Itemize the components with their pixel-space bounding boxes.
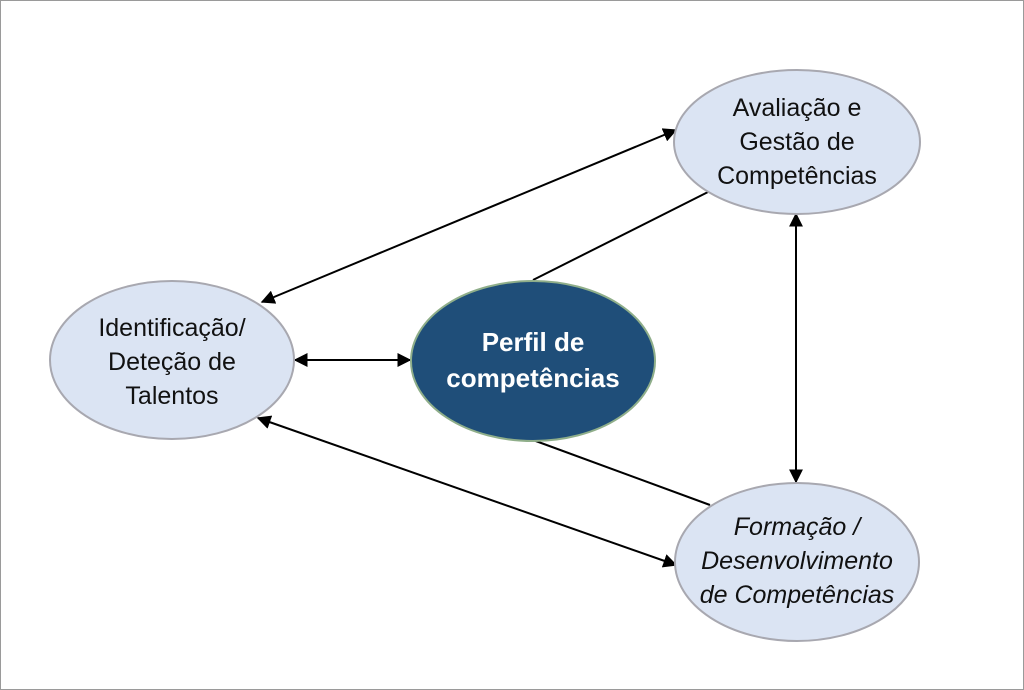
- node-bottom-right-line-2: Desenvolvimento: [701, 547, 893, 575]
- node-top-right-line-2: Gestão de: [739, 128, 855, 156]
- node-left-line-3: Talentos: [125, 382, 219, 410]
- arrow-left-to-top-right: [260, 128, 678, 304]
- node-left-line-1: Identificação/: [98, 314, 246, 342]
- arrow-left-to-bottom-right: [256, 415, 678, 568]
- node-top-right-ellipse: [673, 69, 921, 215]
- node-bottom-right-line-3: de Competências: [699, 581, 895, 609]
- node-center-line-2: competências: [446, 363, 620, 393]
- node-center-line-1: Perfil de: [481, 327, 585, 357]
- node-top-right-line-3: Competências: [717, 162, 877, 190]
- node-left-label: Identificação/ Deteção de Talentos: [50, 292, 294, 432]
- node-bottom-right-ellipse: [674, 482, 920, 642]
- node-bottom-right-line-1: Formação /: [733, 513, 861, 541]
- node-top-right-line-1: Avaliação e: [732, 94, 862, 122]
- node-center-ellipse: [410, 280, 656, 442]
- node-left-line-2: Deteção de: [108, 348, 236, 376]
- node-top-right-label: Avaliação e Gestão de Competências: [674, 72, 920, 212]
- node-center-label: Perfil de competências: [411, 290, 655, 430]
- node-left-ellipse: [49, 280, 295, 440]
- node-bottom-right-label: Formação / Desenvolvimento de Competênci…: [675, 486, 919, 636]
